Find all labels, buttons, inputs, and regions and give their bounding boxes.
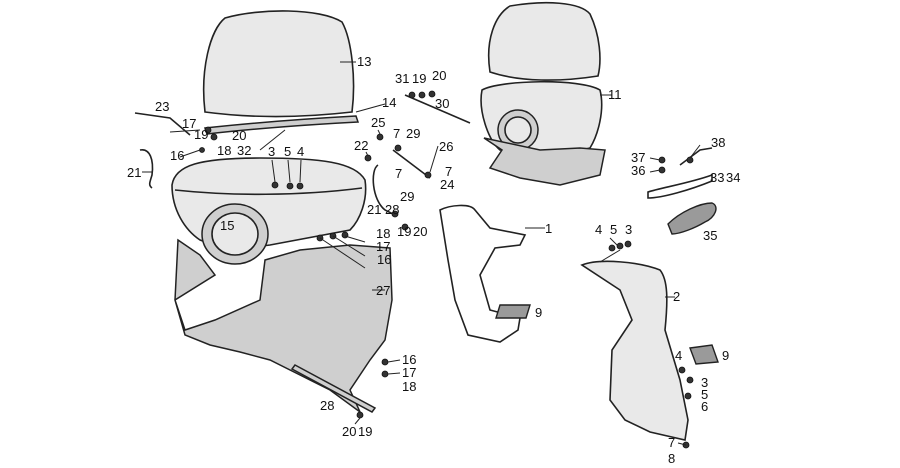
callout-13: 13 [357,54,371,69]
callout-20: 20 [432,68,446,83]
callout-20: 20 [413,224,427,239]
callout-14: 14 [382,95,396,110]
callout-19: 19 [358,424,372,439]
callout-3: 3 [701,375,708,390]
callout-3: 3 [625,222,632,237]
callout-28: 28 [320,398,334,413]
windscreen-left [202,10,355,118]
callout-7: 7 [395,166,402,181]
callout-16: 16 [170,148,184,163]
callout-5: 5 [610,222,617,237]
bracket-23 [134,112,191,136]
callout-20: 20 [232,128,246,143]
callout-30: 30 [435,96,449,111]
callout-1: 1 [545,221,552,236]
callout-21: 21 [127,165,141,180]
side-panel-2 [580,260,689,441]
callout-18: 18 [376,226,390,241]
callout-25: 25 [371,115,385,130]
callout-11: 11 [608,87,622,102]
callout-26: 26 [439,139,453,154]
callout-34: 34 [726,170,740,185]
callout-17: 17 [402,365,416,380]
callout-6: 6 [701,399,708,414]
callout-17: 17 [182,116,196,131]
callout-7: 7 [393,126,400,141]
callout-3: 3 [268,144,275,159]
leg-shield-frame-1 [439,204,527,343]
callout-22: 22 [354,138,368,153]
bracket-21 [139,149,154,189]
callout-4: 4 [595,222,602,237]
callout-31: 31 [395,71,409,86]
callout-17: 17 [376,239,390,254]
callout-36: 36 [631,163,645,178]
footrest-9b [689,344,719,365]
callout-4: 4 [675,348,682,363]
strut-28 [290,364,377,413]
callout-5: 5 [284,144,291,159]
callout-18: 18 [402,379,416,394]
callout-29: 29 [400,189,414,204]
callout-27: 27 [376,283,390,298]
footrest-9a [495,304,531,319]
callout-37: 37 [631,150,645,165]
callout-19: 19 [194,127,208,142]
bracket-24 [372,164,396,216]
callout-28: 28 [385,202,399,217]
callout-16: 16 [377,252,391,267]
callout-33: 33 [710,170,724,185]
callout-20: 20 [342,424,356,439]
callout-29: 29 [406,126,420,141]
callout-24: 24 [440,177,454,192]
callout-32: 32 [237,143,251,158]
callout-8: 8 [668,451,675,466]
callout-23: 23 [155,99,169,114]
callout-4: 4 [297,144,304,159]
callout-15: 15 [220,218,234,233]
lower-fairing-left [174,238,393,415]
callout-35: 35 [703,228,717,243]
callout-7: 7 [445,164,452,179]
callout-16: 16 [402,352,416,367]
bracket-30 [404,94,471,124]
callout-9: 9 [535,305,542,320]
lower-fairing-right [483,137,606,186]
callout-21: 21 [367,202,381,217]
upper-fairing-left [171,157,367,248]
callout-38: 38 [711,135,725,150]
callout-5: 5 [701,387,708,402]
callout-9: 9 [722,348,729,363]
callout-19: 19 [412,71,426,86]
callout-18: 18 [217,143,231,158]
windscreen-right [487,1,601,81]
windscreen-trim-strip [203,115,360,135]
callout-7: 7 [668,435,675,450]
callout-19: 19 [397,224,411,239]
grab-rail [647,173,713,199]
rubber-pad-35 [667,202,717,235]
callout-2: 2 [673,289,680,304]
